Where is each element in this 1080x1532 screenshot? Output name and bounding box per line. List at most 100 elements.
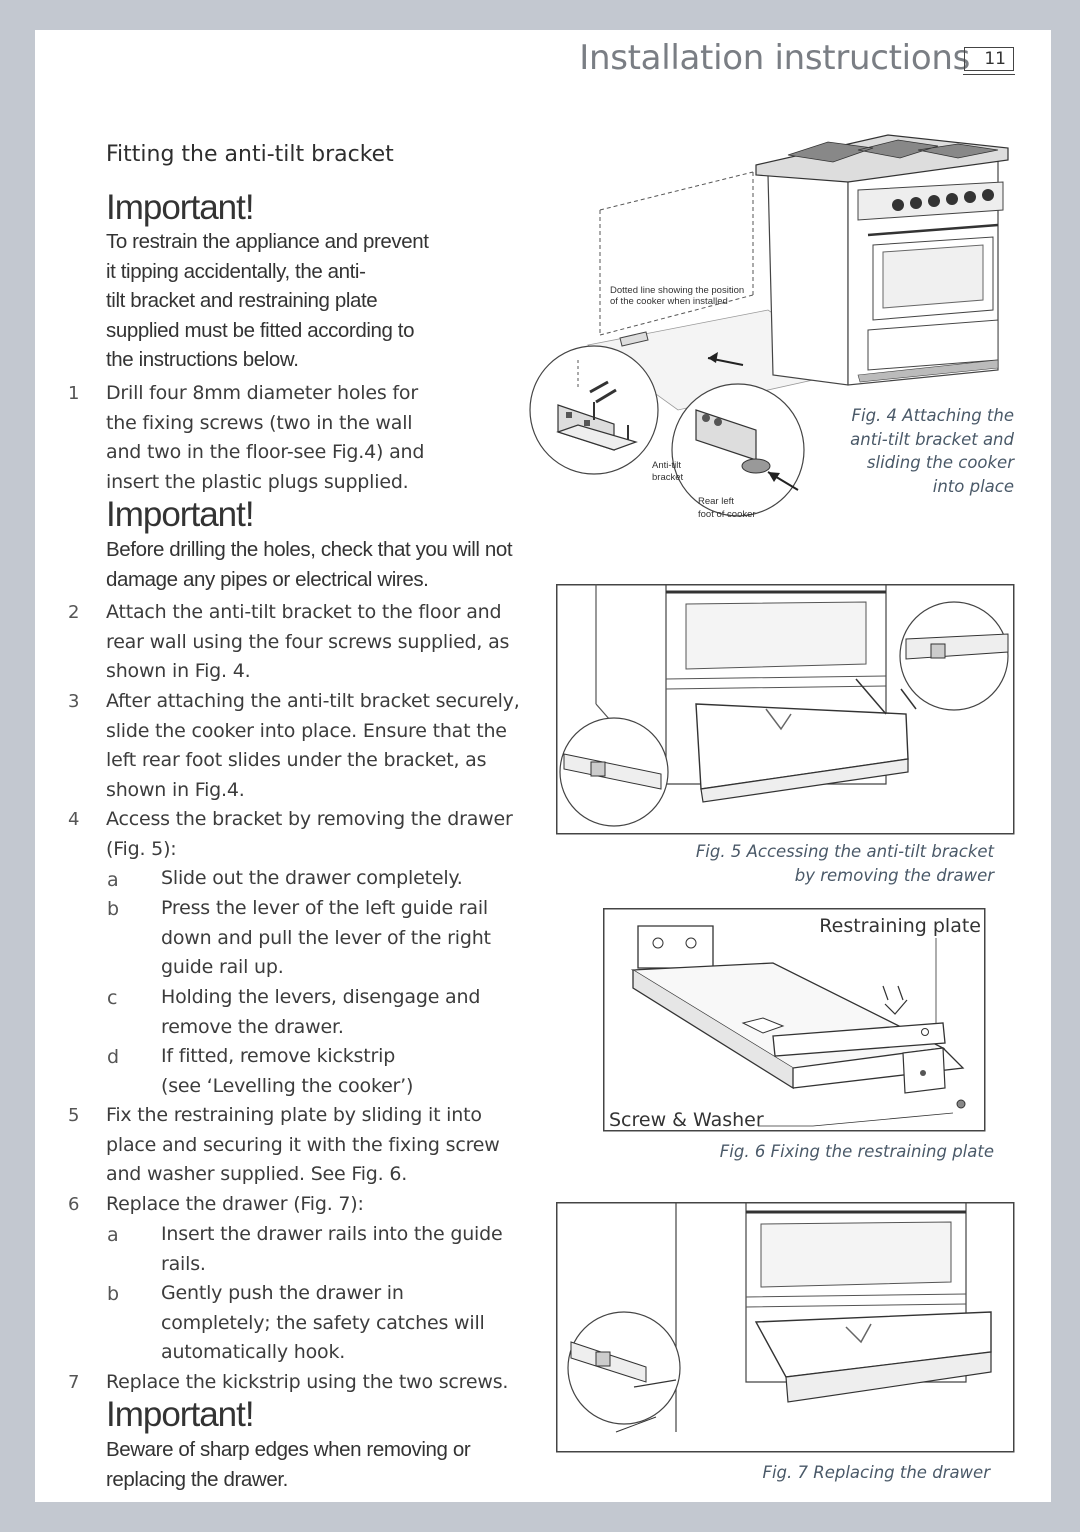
step-line: the fixing screws (two in the wall — [106, 411, 413, 434]
rail-insert-detail — [567, 1311, 681, 1425]
screw-washer-label: Screw & Washer — [609, 1109, 764, 1131]
step-3-text: After attaching the anti-tilt bracket se… — [106, 687, 520, 805]
fig4-bracket-label: Anti-tilt — [652, 460, 681, 471]
step-line: down and pull the lever of the right — [161, 926, 491, 949]
step-number: 1 — [68, 383, 80, 404]
fig7-caption: Fig. 7 Replacing the drawer — [762, 1463, 990, 1482]
step-number: 5 — [68, 1105, 80, 1126]
step-6-text: Replace the drawer (Fig. 7): — [106, 1190, 364, 1220]
cooker-illustration — [755, 134, 1009, 386]
caption-line: by removing the drawer — [794, 865, 994, 885]
step-line: Fix the restraining plate by sliding it … — [106, 1104, 482, 1126]
step-line: rails. — [161, 1252, 206, 1275]
restraining-plate-label: Restraining plate — [819, 915, 981, 937]
step-line: Holding the levers, disengage and — [161, 986, 481, 1008]
fig4-bracket-label: bracket — [652, 472, 684, 483]
step-line: If fitted, remove kickstrip — [161, 1045, 396, 1067]
substep-letter: a — [107, 1224, 119, 1246]
step-4d-text: If fitted, remove kickstrip (see ‘Levell… — [161, 1042, 413, 1101]
cooker-front-drawer — [595, 584, 909, 803]
step-number: 4 — [68, 809, 80, 830]
step-line: and two in the floor-see Fig.4) and — [106, 441, 425, 464]
step-line: Insert the drawer rails into the guide — [161, 1223, 503, 1245]
warning-line: replacing the drawer. — [106, 1467, 288, 1491]
step-6b-text: Gently push the drawer in completely; th… — [161, 1279, 485, 1368]
step-line: left rear foot slides under the bracket,… — [106, 749, 487, 772]
step-line: automatically hook. — [161, 1341, 346, 1364]
step-line: completely; the safety catches will — [161, 1311, 485, 1334]
step-6a-text: Insert the drawer rails into the guide r… — [161, 1220, 503, 1279]
fig5-caption: Fig. 5 Accessing the anti-tilt bracket b… — [634, 840, 994, 887]
step-line: insert the plastic plugs supplied. — [106, 470, 409, 493]
important-heading-2: Important! — [106, 495, 255, 534]
step-line: Access the bracket by removing the drawe… — [106, 808, 513, 830]
warning-line: supplied must be fitted according to — [106, 318, 415, 342]
warning-line: To restrain the appliance and prevent — [106, 230, 429, 253]
bracket-on-floor — [619, 331, 649, 347]
rear-foot-detail — [671, 383, 805, 517]
step-line: shown in Fig.4. — [106, 778, 245, 801]
important-heading-1: Important! — [106, 188, 255, 227]
fig4-foot-label: foot of cooker — [698, 509, 756, 520]
section-heading: Fitting the anti-tilt bracket — [106, 142, 394, 167]
step-7-text: Replace the kickstrip using the two scre… — [106, 1368, 508, 1398]
caption-line: anti-tilt bracket and — [850, 429, 1014, 449]
step-line: shown in Fig. 4. — [106, 660, 251, 683]
step-2-text: Attach the anti-tilt bracket to the floo… — [106, 598, 509, 687]
warning-line: damage any pipes or electrical wires. — [106, 567, 429, 591]
left-rail-detail — [559, 717, 669, 827]
warning-line: it tipping accidentally, the anti- — [106, 259, 366, 283]
important-heading-3: Important! — [106, 1395, 255, 1434]
caption-line: Fig. 5 Accessing the anti-tilt bracket — [695, 842, 994, 861]
step-1-text: Drill four 8mm diameter holes for the fi… — [106, 379, 424, 497]
step-line: Slide out the drawer completely. — [161, 867, 463, 889]
step-line: (Fig. 5): — [106, 837, 177, 860]
substep-letter: a — [107, 869, 119, 891]
step-line: remove the drawer. — [161, 1015, 344, 1038]
warning-text-3: Beware of sharp edges when removing or r… — [106, 1435, 471, 1494]
step-line: slide the cooker into place. Ensure that… — [106, 719, 507, 742]
caption-line: Fig. 4 Attaching the — [851, 406, 1015, 425]
step-line: (see ‘Levelling the cooker’) — [161, 1074, 414, 1097]
fig4-note-line: Dotted line showing the position — [610, 285, 744, 296]
bracket-screws-detail — [529, 345, 659, 475]
cooker-front-drawer — [615, 1202, 992, 1433]
fig6-caption: Fig. 6 Fixing the restraining plate — [719, 1142, 994, 1161]
step-number: 2 — [68, 602, 80, 623]
substep-letter: d — [107, 1046, 120, 1068]
dotted-position-outline — [599, 171, 754, 336]
step-line: Replace the drawer (Fig. 7): — [106, 1193, 364, 1215]
warning-text-1: To restrain the appliance and prevent it… — [106, 227, 429, 375]
step-number: 7 — [68, 1372, 80, 1393]
restraining-plate-drawing — [630, 925, 966, 1109]
page-number: 11 — [984, 49, 1006, 69]
step-4c-text: Holding the levers, disengage and remove… — [161, 983, 480, 1042]
warning-line: tilt bracket and restraining plate — [106, 289, 378, 313]
step-number: 3 — [68, 691, 80, 712]
step-number: 6 — [68, 1194, 80, 1215]
step-4b-text: Press the lever of the left guide rail d… — [161, 894, 491, 983]
step-line: Attach the anti-tilt bracket to the floo… — [106, 601, 502, 623]
caption-line: into place — [932, 476, 1014, 496]
step-line: Press the lever of the left guide rail — [161, 897, 488, 919]
fig4-foot-label: Rear left — [698, 496, 734, 507]
page-number-box: 11 — [963, 47, 1015, 75]
step-line: guide rail up. — [161, 956, 284, 979]
substep-letter: b — [107, 898, 120, 920]
step-line: Gently push the drawer in — [161, 1282, 404, 1304]
warning-line: Beware of sharp edges when removing or — [106, 1438, 471, 1461]
fig6-illustration: Restraining plate Screw & Washer — [603, 908, 986, 1132]
fig4-note-line: of the cooker when installed — [610, 296, 728, 307]
step-line: After attaching the anti-tilt bracket se… — [106, 690, 520, 712]
substep-letter: c — [107, 987, 118, 1009]
fig4-caption: Fig. 4 Attaching the anti-tilt bracket a… — [814, 404, 1014, 498]
step-4a-text: Slide out the drawer completely. — [161, 864, 463, 894]
step-line: Drill four 8mm diameter holes for — [106, 382, 418, 404]
caption-line: sliding the cooker — [866, 453, 1014, 472]
warning-line: Before drilling the holes, check that yo… — [106, 538, 513, 561]
warning-text-2: Before drilling the holes, check that yo… — [106, 535, 513, 594]
step-5-text: Fix the restraining plate by sliding it … — [106, 1101, 500, 1190]
step-line: place and securing it with the fixing sc… — [106, 1133, 500, 1156]
step-line: and washer supplied. See Fig. 6. — [106, 1163, 408, 1186]
substep-letter: b — [107, 1283, 120, 1305]
